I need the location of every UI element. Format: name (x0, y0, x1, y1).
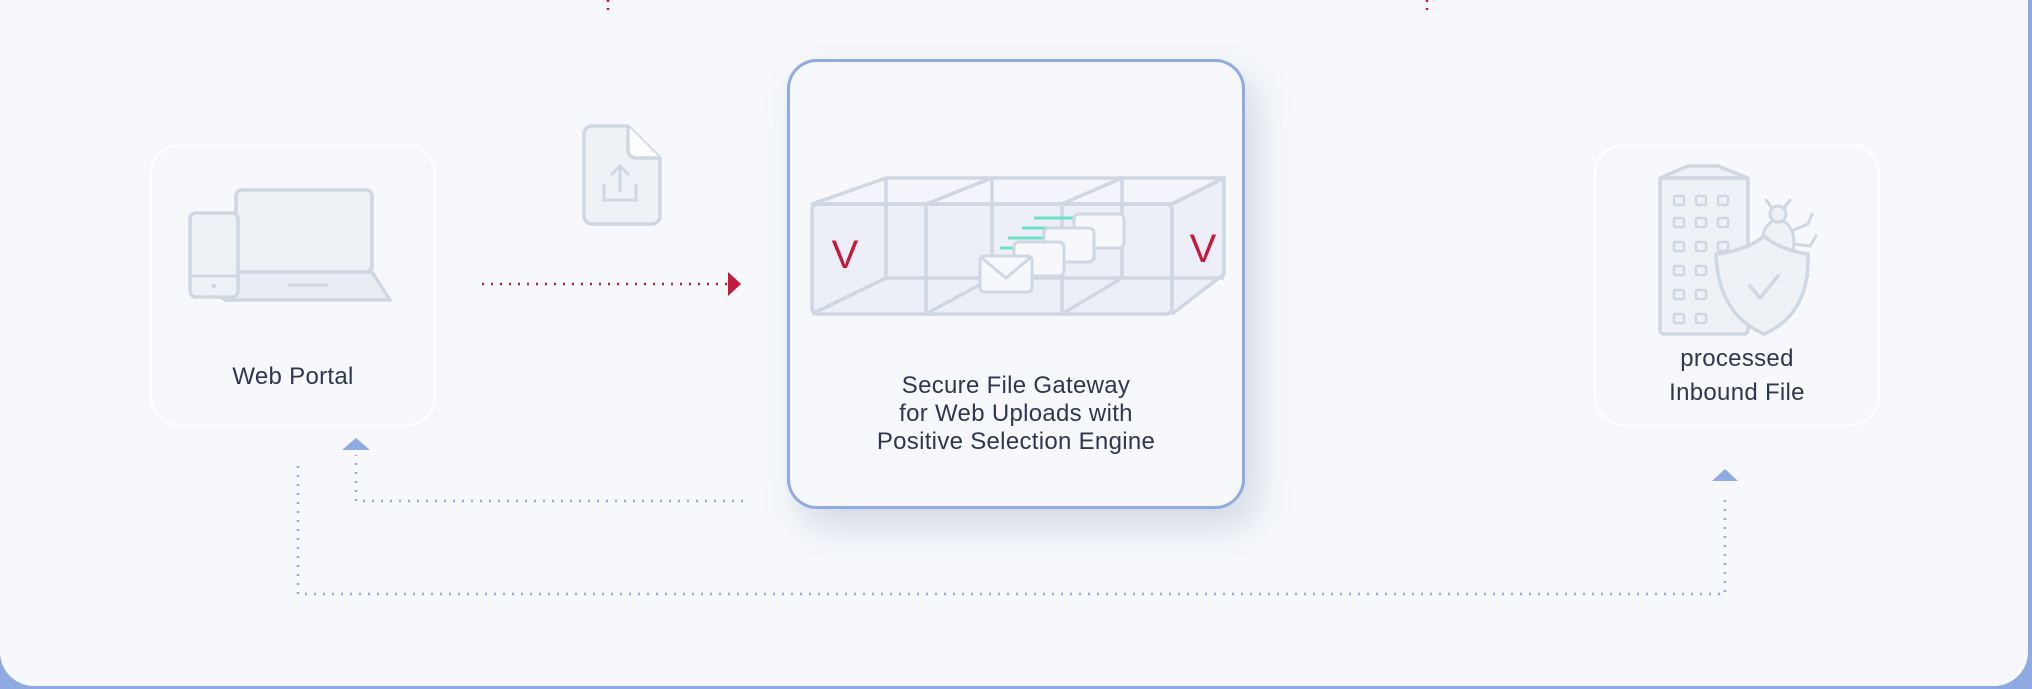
web-portal-node: Web Portal (150, 144, 436, 426)
gateway-label-line-3: Positive Selection Engine (876, 428, 1156, 455)
inbound-file-node: processed Inbound File (1594, 144, 1880, 426)
gateway-exit-marker: V (1190, 227, 1217, 271)
gateway-tunnel-icon: V V (810, 176, 1226, 316)
file-upload-icon (582, 124, 662, 226)
inbound-loop-line (296, 466, 1727, 596)
gateway-label: Secure File Gateway for Web Uploads with… (790, 372, 1242, 456)
inbound-file-label-line-2: Inbound File (1669, 379, 1805, 406)
inbound-file-label-line-1: processed (1680, 345, 1794, 372)
building-shield-bug-icon (1658, 164, 1818, 336)
gateway-entry-marker: V (832, 233, 859, 277)
gateway-node: V V Secure File Gateway for Web Uploads … (787, 59, 1245, 509)
gateway-label-line-1: Secure File Gateway (901, 372, 1131, 399)
inbound-file-label: processed Inbound File (1596, 342, 1878, 410)
upload-flow-arrowhead (728, 272, 741, 296)
web-portal-label: Web Portal (232, 363, 354, 390)
return-to-portal-line (354, 455, 743, 503)
inbound-loop-arrowhead (1712, 469, 1738, 481)
laptop-phone-icon (188, 188, 392, 302)
gateway-label-line-2: for Web Uploads with (899, 400, 1133, 427)
return-to-portal-arrowhead (342, 438, 370, 450)
